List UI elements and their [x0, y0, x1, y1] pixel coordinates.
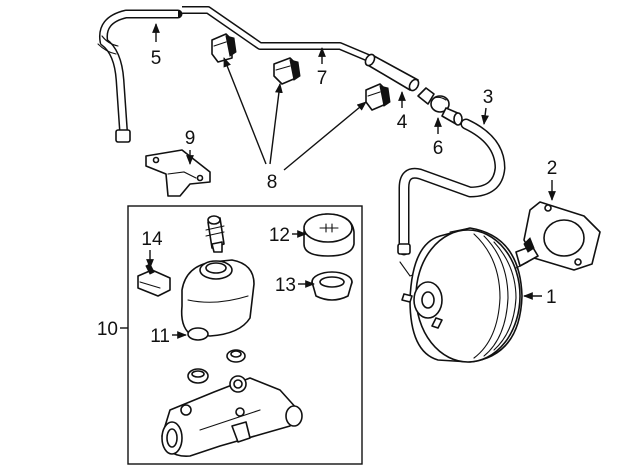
clip-part-8-b — [273, 57, 301, 85]
callout-11: 11 — [150, 326, 170, 347]
check-valve-part-6 — [417, 87, 463, 126]
clip-part-8-a — [211, 33, 237, 63]
callout-12: 12 — [269, 225, 290, 246]
level-sensor-part-14 — [137, 263, 171, 297]
cap-seal-part-13 — [311, 271, 353, 301]
grommet-b — [187, 368, 209, 384]
master-cylinder-group-box — [127, 205, 363, 465]
reservoir-cap-part-12 — [303, 213, 355, 257]
vacuum-pipe-part-7 — [182, 6, 380, 66]
fitting — [205, 215, 225, 253]
callout-1: 1 — [546, 287, 557, 308]
callout-9: 9 — [185, 128, 196, 149]
bracket-part-9 — [145, 149, 211, 197]
callout-3: 3 — [483, 87, 494, 108]
callout-13: 13 — [275, 275, 296, 296]
master-cylinder — [161, 375, 303, 457]
callout-10: 10 — [97, 319, 118, 340]
fluid-reservoir-part-11 — [180, 259, 255, 341]
callout-4: 4 — [397, 112, 408, 133]
callout-7: 7 — [317, 68, 328, 89]
callout-labels: 5 7 4 6 3 2 1 9 8 14 12 13 11 10 — [97, 48, 557, 347]
gasket-part-2 — [523, 201, 601, 271]
vacuum-hose-part-5 — [97, 9, 183, 143]
leader-lines — [120, 23, 556, 339]
callout-14: 14 — [141, 229, 163, 250]
grommet-a — [226, 349, 246, 363]
clip-part-8-c — [365, 83, 391, 111]
hose-segment-part-4 — [364, 53, 420, 92]
hose-to-booster-part-3 — [397, 118, 506, 277]
callout-6: 6 — [433, 138, 444, 159]
callout-8: 8 — [267, 172, 278, 193]
callout-2: 2 — [547, 158, 558, 179]
brake-booster-part-1 — [401, 227, 539, 363]
callout-5: 5 — [151, 48, 162, 69]
